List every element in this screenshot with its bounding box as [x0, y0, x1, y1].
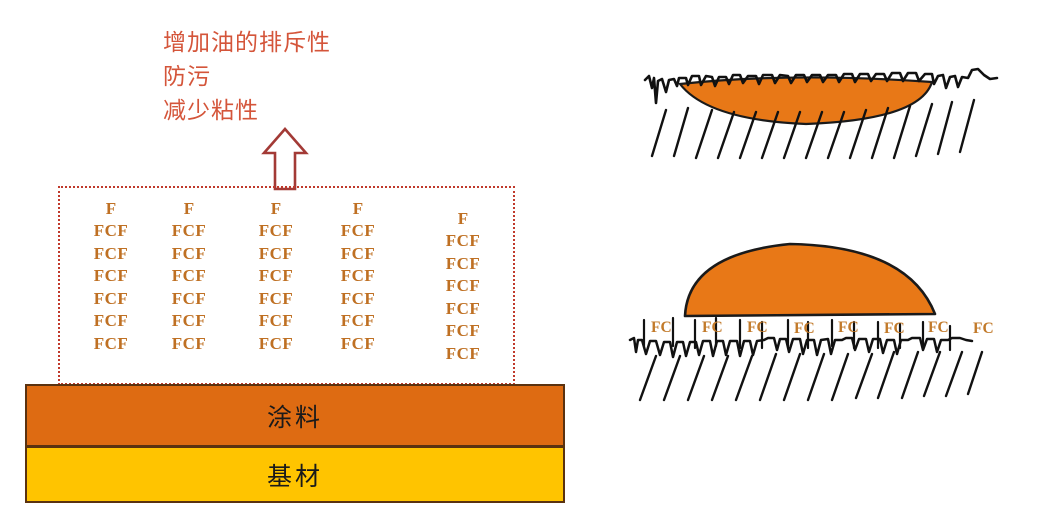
- chain-unit: FCF: [171, 243, 207, 263]
- chain-head: F: [352, 199, 364, 218]
- chain-head: F: [457, 209, 469, 228]
- rough-surface-line: [643, 67, 999, 105]
- chain-unit: FCF: [258, 311, 294, 330]
- fc-label: FC: [747, 319, 768, 336]
- chain-unit: FCF: [171, 333, 207, 353]
- chain-unit: FCF: [340, 266, 376, 285]
- beading-droplet-shape: [683, 242, 937, 318]
- fc-label: FC: [928, 319, 949, 336]
- substrate-label: 基材: [266, 461, 323, 491]
- fc-label: FC: [651, 319, 672, 336]
- chain-unit: FCF: [93, 266, 129, 285]
- fc-label: FC: [702, 319, 723, 336]
- chain-unit: FCF: [445, 276, 481, 295]
- fc-chain-column-5: F FCF FCF FCF FCF FCF FCF: [430, 208, 496, 365]
- callout-line-2: 防污: [163, 64, 211, 90]
- chain-unit: FCF: [258, 288, 294, 308]
- chain-head: F: [183, 199, 195, 218]
- fc-chain-column-1: F FCF FCF FCF FCF FCF FCF: [78, 198, 144, 355]
- chain-unit: FCF: [93, 221, 129, 240]
- chain-unit: FCF: [340, 333, 376, 353]
- chain-unit: FCF: [93, 311, 129, 330]
- chain-unit: FCF: [93, 243, 129, 263]
- fc-label: FC: [884, 320, 905, 337]
- up-arrow-icon: [261, 127, 309, 191]
- coating-layer: 涂料: [25, 384, 565, 447]
- chain-unit: FCF: [171, 288, 207, 308]
- chain-unit: FCF: [93, 288, 129, 308]
- chain-unit: FCF: [171, 221, 207, 240]
- callout-line-3: 减少粘性: [163, 98, 259, 124]
- fc-chain-column-3: F FCF FCF FCF FCF FCF FCF: [243, 198, 309, 355]
- coating-label: 涂料: [266, 402, 323, 432]
- chain-unit: FCF: [258, 333, 294, 353]
- callout-line-1: 增加油的排斥性: [163, 30, 331, 56]
- beading-droplet-panel: FC FC FC FC FC FC FC FC: [620, 228, 1020, 413]
- chain-unit: FCF: [340, 221, 376, 240]
- chain-unit: FCF: [171, 266, 207, 285]
- fc-label: FC: [838, 319, 859, 336]
- fc-label: FC: [794, 320, 815, 337]
- rough-surface-line: [628, 336, 974, 359]
- chain-unit: FCF: [258, 221, 294, 240]
- hatch-marks: [650, 98, 976, 160]
- fc-label-group: FC FC FC FC FC FC FC FC: [651, 319, 994, 337]
- fc-chain-column-4: F FCF FCF FCF FCF FCF FCF: [325, 198, 391, 355]
- fc-chain-column-2: F FCF FCF FCF FCF FCF FCF: [156, 198, 222, 355]
- chain-head: F: [105, 199, 117, 218]
- chain-unit: FCF: [445, 298, 481, 318]
- hatch-marks: [638, 350, 984, 402]
- callout-text: 增加油的排斥性 防污 减少粘性: [163, 26, 493, 128]
- wetting-droplet-shape: [677, 76, 934, 126]
- chain-unit: FCF: [445, 253, 481, 273]
- wetting-droplet-panel: [620, 48, 1020, 168]
- chain-unit: FCF: [258, 243, 294, 263]
- chain-head: F: [270, 199, 282, 218]
- chain-unit: FCF: [171, 311, 207, 330]
- fc-brush-stems: [642, 316, 952, 352]
- chain-unit: FCF: [340, 288, 376, 308]
- chain-unit: FCF: [93, 333, 129, 353]
- chain-unit: FCF: [340, 243, 376, 263]
- fc-label: FC: [973, 320, 994, 337]
- chain-unit: FCF: [340, 311, 376, 330]
- chain-unit: FCF: [445, 231, 481, 250]
- chain-unit: FCF: [258, 266, 294, 285]
- chain-unit: FCF: [445, 343, 481, 363]
- chain-unit: FCF: [445, 321, 481, 340]
- substrate-layer: 基材: [25, 446, 565, 503]
